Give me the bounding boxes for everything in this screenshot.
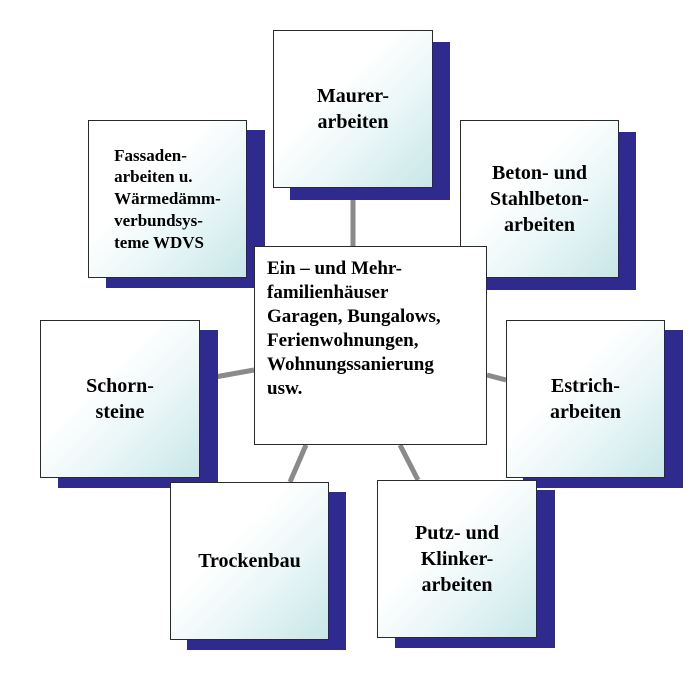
connector-estrich [486,372,507,383]
putz-box: Putz- und Klinker- arbeiten [377,480,537,638]
estrich-box: Estrich- arbeiten [506,320,665,478]
schornsteine-box: Schorn- steine [40,320,200,478]
connector-putz [397,443,421,482]
fassaden-box: Fassaden- arbeiten u. Wärmedämm- verbund… [88,120,247,278]
maurer-label: Maurer- arbeiten [316,85,390,133]
center-box: Ein – und Mehr- familienhäuser Garagen, … [254,246,487,445]
connector-schornsteine [214,367,255,380]
estrich-label: Estrich- arbeiten [549,375,622,423]
maurer-box: Maurer- arbeiten [273,30,433,188]
center-label: Ein – und Mehr- familienhäuser Garagen, … [267,258,441,399]
fassaden-label: Fassaden- arbeiten u. Wärmedämm- verbund… [114,145,221,252]
beton-label: Beton- und Stahlbeton- arbeiten [490,162,589,236]
putz-label: Putz- und Klinker- arbeiten [415,522,499,596]
schornsteine-label: Schorn- steine [86,375,154,423]
trockenbau-box: Trockenbau [170,482,329,640]
connector-trockenbau [287,444,309,483]
trockenbau-label: Trockenbau [198,550,301,572]
